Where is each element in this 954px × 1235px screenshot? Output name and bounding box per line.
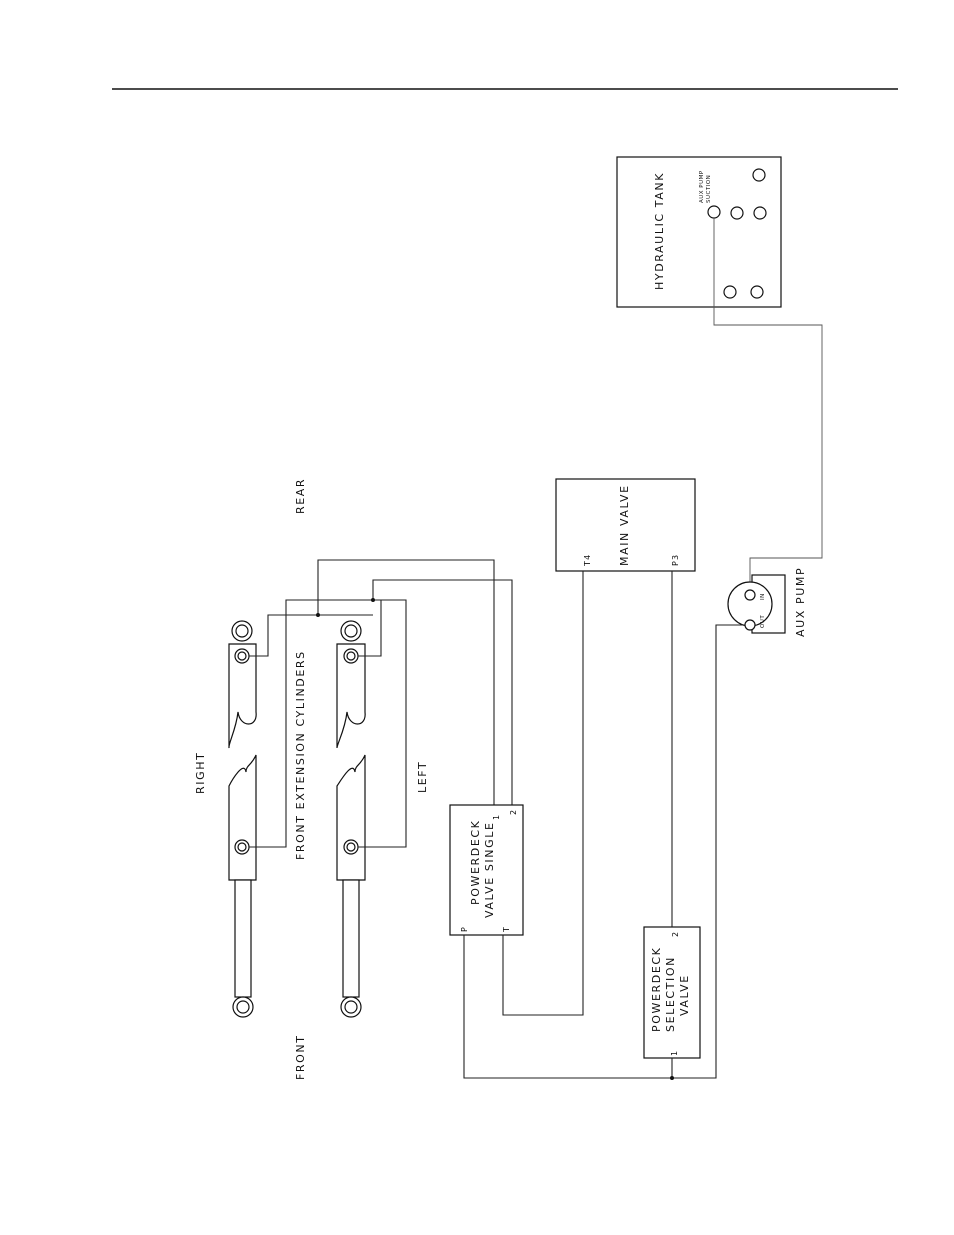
aux-pump-label: AUX PUMP bbox=[794, 567, 807, 637]
right-label: RIGHT bbox=[194, 752, 207, 794]
junction-1 bbox=[316, 613, 320, 617]
powerdeck-selection-valve-port-2: 2 bbox=[671, 931, 680, 937]
powerdeck-valve-single-label-1: POWERDECK bbox=[469, 820, 482, 905]
left-label: LEFT bbox=[416, 761, 429, 793]
aux-pump bbox=[728, 575, 785, 633]
aux-pump-suction-label-1: AUX PUMP bbox=[699, 170, 705, 203]
front-extension-cylinders-label: FRONT EXTENSION CYLINDERS bbox=[294, 650, 307, 860]
t4-to-valve-single-t bbox=[503, 571, 583, 1015]
aux-pump-out-label: OUT bbox=[760, 615, 766, 628]
selection-port-1-to-valve-single-p bbox=[464, 935, 672, 1078]
hose-header-2 bbox=[373, 580, 512, 805]
junction-2 bbox=[371, 598, 375, 602]
powerdeck-valve-single-port-t: T bbox=[502, 926, 511, 933]
main-valve-port-p3: P3 bbox=[671, 554, 680, 566]
powerdeck-valve-single-port-2: 2 bbox=[509, 809, 518, 815]
powerdeck-selection-valve-label-2: SELECTION bbox=[664, 956, 677, 1032]
main-valve-label: MAIN VALVE bbox=[618, 484, 631, 566]
powerdeck-valve-single-port-1: 1 bbox=[492, 814, 501, 820]
hose-right-rod bbox=[249, 615, 318, 656]
powerdeck-selection-valve-label-1: POWERDECK bbox=[650, 947, 663, 1032]
powerdeck-selection-valve-port-1: 1 bbox=[670, 1050, 679, 1056]
left-cylinder bbox=[337, 621, 365, 1017]
right-cylinder bbox=[229, 621, 256, 1017]
powerdeck-valve-single-label-2: VALVE SINGLE bbox=[483, 822, 496, 919]
powerdeck-valve-single-port-p: P bbox=[460, 926, 469, 932]
front-label: FRONT bbox=[294, 1034, 307, 1080]
main-valve-port-t4: T4 bbox=[583, 554, 592, 567]
aux-pump-suction-label-2: SUCTION bbox=[706, 175, 712, 203]
junction-3 bbox=[670, 1076, 674, 1080]
aux-pump-in-label: IN bbox=[760, 593, 766, 600]
hydraulic-tank-label: HYDRAULIC TANK bbox=[653, 172, 666, 290]
rear-label: REAR bbox=[294, 478, 307, 514]
powerdeck-selection-valve-label-3: VALVE bbox=[678, 974, 691, 1016]
